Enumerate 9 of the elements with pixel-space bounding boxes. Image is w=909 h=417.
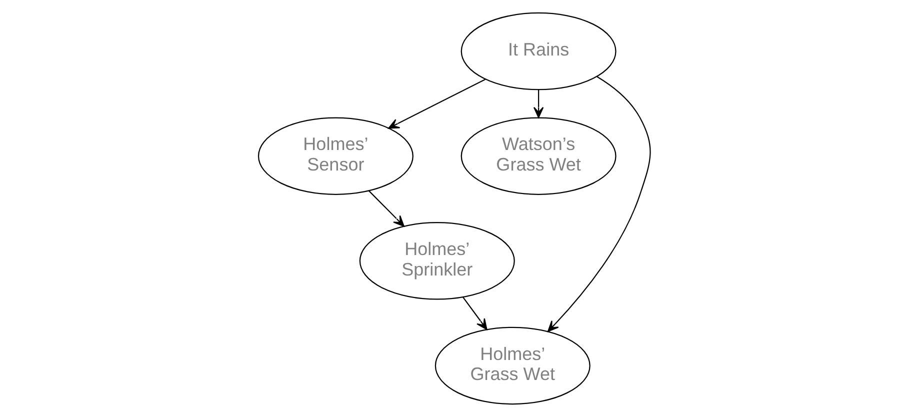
node-ellipse: Holmes’ Sprinkler — [359, 222, 515, 300]
arrow — [368, 190, 404, 227]
node-ellipse: Holmes’ Grass Wet — [434, 326, 590, 405]
node-ellipse: It Rains — [460, 12, 616, 90]
arrow — [547, 76, 651, 332]
arrow — [533, 90, 544, 118]
arrow — [462, 296, 488, 330]
arrow — [388, 78, 486, 129]
node-ellipse: Watson’s Grass Wet — [460, 117, 616, 195]
